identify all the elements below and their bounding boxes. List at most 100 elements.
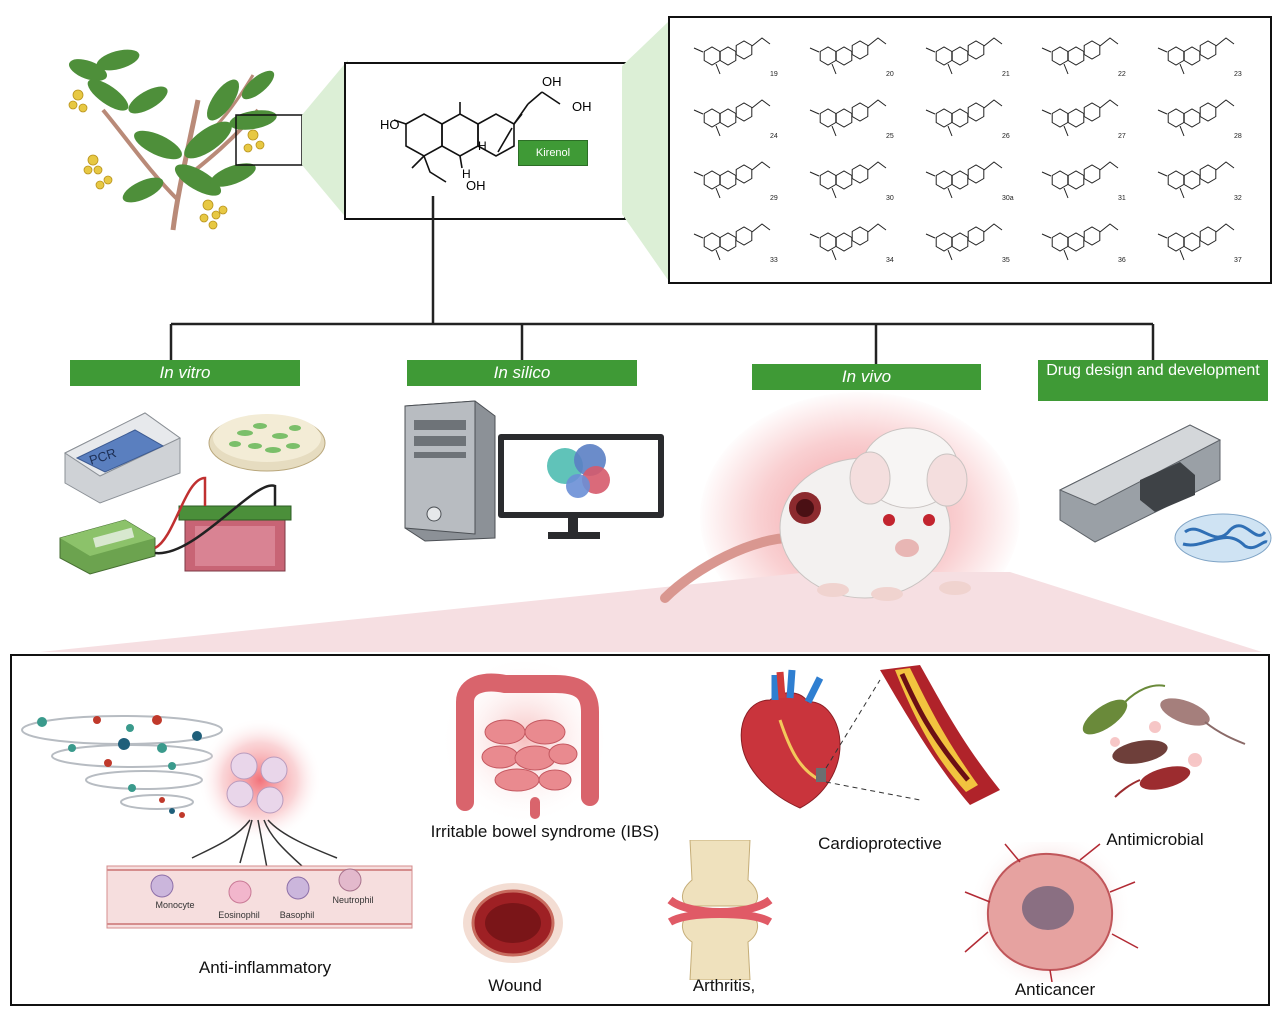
derivative-number-19: 19 (770, 71, 778, 78)
derivative-number-36: 36 (1118, 257, 1126, 264)
heart-icon (740, 669, 841, 809)
derivative-number-35: 35 (1002, 257, 1010, 264)
derivative-number-28: 28 (1234, 133, 1242, 140)
neutrophil-label: Neutrophil (332, 895, 374, 905)
derivative-number-24: 24 (770, 133, 778, 140)
kirenol-name-badge: Kirenol (518, 140, 588, 166)
kirenol-h-label-1: H (478, 139, 487, 153)
intestine-illustration (440, 662, 610, 822)
drug-design-label: Drug design and development (1046, 362, 1260, 379)
drug-design-device (1058, 424, 1272, 563)
electrophoresis-box-icon (178, 505, 292, 572)
derivative-number-23: 23 (1234, 71, 1242, 78)
power-supply-icon (59, 519, 156, 575)
category-drug-design: Drug design and development (1038, 360, 1268, 401)
petri-dish-icon (208, 414, 326, 472)
category-in-vitro: In vitro (70, 360, 300, 386)
antimicrobial-illustration (1082, 684, 1246, 798)
ibs-label: Irritable bowel syndrome (IBS) (430, 822, 660, 841)
zoom-connector (302, 60, 348, 220)
category-tree-lines (169, 196, 1155, 364)
in-vivo-label: In vivo (841, 367, 892, 386)
category-in-silico: In silico (407, 360, 637, 386)
kirenol-oh-top: OH (542, 74, 562, 89)
derivative-structure-34 (809, 223, 887, 261)
anti-inflammatory-illustration (21, 715, 413, 929)
arthritis-joint-illustration (667, 840, 773, 980)
category-in-vivo: In vivo (752, 364, 981, 390)
wound-label: Wound (488, 976, 542, 995)
derivative-structure-37 (1157, 223, 1235, 261)
derivative-structure-29 (693, 161, 771, 199)
computer-tower-icon (404, 400, 496, 542)
kirenol-oh-bottom: OH (466, 178, 486, 193)
derivative-structure-25 (809, 99, 887, 137)
derivative-structure-26 (925, 99, 1003, 137)
derivative-number-30: 30 (886, 195, 894, 202)
in-vitro-label: In vitro (159, 363, 211, 382)
kirenol-h-label-2: H (462, 167, 471, 181)
anti-inflammatory-label: Anti-inflammatory (198, 958, 332, 977)
cytokine-dots (37, 715, 202, 818)
derivative-number-21: 21 (1002, 71, 1010, 78)
antimicrobial-label: Antimicrobial (1106, 830, 1204, 849)
derivative-number-31: 31 (1118, 195, 1126, 202)
protein-structure-icon (547, 444, 610, 498)
derivative-structure-31 (1041, 161, 1119, 199)
cardioprotective-illustration (740, 665, 1000, 809)
in-silico-computer (404, 400, 664, 542)
monocyte-cell-icon (150, 874, 174, 898)
kirenol-ho-label: HO (380, 117, 400, 132)
rat-illustration (660, 427, 971, 603)
derivative-structure-22 (1041, 37, 1119, 75)
derivative-number-29: 29 (770, 195, 778, 202)
derivative-number-22: 22 (1118, 71, 1126, 78)
basophil-label: Basophil (279, 910, 315, 920)
zoom-fan (40, 572, 1262, 652)
derivative-number-30a: 30a (1002, 195, 1014, 202)
arthritis-label: Arthritis, (692, 976, 756, 995)
in-silico-label: In silico (493, 363, 551, 382)
derivative-number-34: 34 (886, 257, 894, 264)
derivative-structure-21 (925, 37, 1003, 75)
pcr-machine-icon (63, 412, 181, 504)
in-vitro-equipment: PCR (59, 412, 326, 575)
derivative-structure-28 (1157, 99, 1235, 137)
derivative-structure-20 (809, 37, 887, 75)
hydrogel-dish-icon (1174, 513, 1272, 563)
artery-plaque-icon (880, 665, 1000, 805)
anticancer-label: Anticancer (1014, 980, 1096, 999)
cytokine-tornado-icon (21, 715, 223, 810)
derivative-structure-33 (693, 223, 771, 261)
analyzer-device-icon (1058, 424, 1222, 543)
derivative-number-27: 27 (1118, 133, 1126, 140)
basophil-cell-icon (286, 876, 310, 900)
derivative-structure-36 (1041, 223, 1119, 261)
eosinophil-cell-icon (228, 880, 252, 904)
wound-on-rat-icon (789, 492, 821, 524)
derivative-number-33: 33 (770, 257, 778, 264)
derivative-structure-35 (925, 223, 1003, 261)
zoom-connector-right (622, 22, 668, 280)
derivative-structure-27 (1041, 99, 1119, 137)
derivative-structure-23 (1157, 37, 1235, 75)
kirenol-name: Kirenol (535, 147, 571, 159)
derivative-structure-30 (809, 161, 887, 199)
kirenol-structure-box: HO OH OH OH H H Kirenol (344, 62, 626, 220)
cardioprotective-label: Cardioprotective (818, 834, 942, 853)
derivative-structure-24 (693, 99, 771, 137)
derivative-number-20: 20 (886, 71, 894, 78)
derivative-structure-30a (925, 161, 1003, 199)
derivative-structure-32 (1157, 161, 1235, 199)
monocyte-label: Monocyte (155, 900, 195, 910)
plant-illustration (48, 40, 318, 240)
derivative-number-25: 25 (886, 133, 894, 140)
immune-cells-cluster-icon (226, 752, 288, 814)
derivative-structure-19 (693, 37, 771, 75)
anticancer-illustration (964, 842, 1139, 982)
derivative-number-37: 37 (1234, 257, 1242, 264)
derivative-number-32: 32 (1234, 195, 1242, 202)
eosinophil-label: Eosinophil (218, 910, 260, 920)
wound-illustration (463, 883, 563, 963)
